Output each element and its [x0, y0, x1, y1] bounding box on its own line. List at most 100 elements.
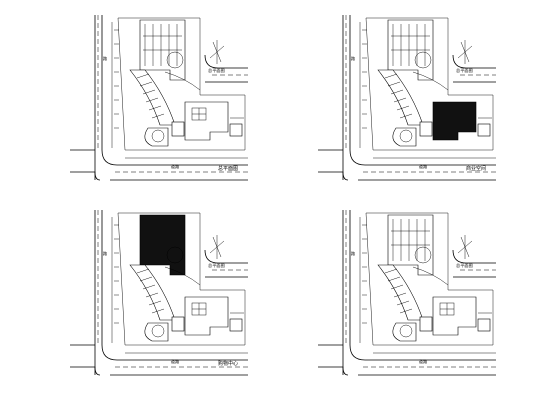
road-label-west: 路 [103, 250, 108, 257]
stair-hatch [136, 73, 150, 79]
stair-hatch [387, 81, 401, 87]
north-arrow-icon [457, 40, 473, 64]
stair-hatch [145, 292, 159, 298]
road-label-south: 道路 [419, 358, 428, 365]
kiosk-block [229, 318, 243, 332]
road-label-west: 路 [351, 250, 356, 257]
plaza-circle [166, 246, 184, 264]
stair-hatch [384, 73, 398, 79]
curved-path [412, 71, 449, 91]
tower-grid-line [391, 230, 430, 246]
road-edge-inner [349, 210, 496, 361]
tower-grid-line [143, 35, 182, 51]
stair-hatch [390, 284, 404, 290]
road-label-south: 道路 [171, 358, 180, 365]
plaza-circle [414, 246, 432, 264]
site-boundary [365, 17, 494, 151]
road-edge-east-upper [204, 249, 248, 264]
podium-footprint [184, 101, 229, 141]
kiosk-block [229, 123, 243, 137]
road-edge-east-upper [452, 54, 496, 69]
plan-title-label: 总平面图 [208, 262, 225, 269]
tower-grid-line [391, 35, 430, 51]
fountain-circle [399, 129, 413, 143]
north-arrow-icon [209, 40, 225, 64]
podium-footprint [432, 101, 477, 141]
fountain-circle [151, 324, 165, 338]
service-block [171, 316, 185, 332]
plan-title-label: 总平面图 [208, 67, 225, 74]
stair-hatch [148, 300, 162, 306]
tower-footprint [139, 214, 186, 276]
road-edge-inner [349, 15, 496, 166]
north-arrow-icon [457, 235, 473, 259]
stair-hatch [396, 105, 410, 111]
panel-caption: 总平面图 [218, 165, 238, 172]
road-edge-south-left [318, 366, 349, 376]
service-block [419, 316, 433, 332]
road-label-south: 道路 [171, 163, 180, 170]
service-block [171, 121, 185, 137]
plaza-circle [414, 51, 432, 69]
podium-atrium-grid [440, 303, 454, 315]
stair-hatch [136, 268, 150, 274]
landscape-band [129, 264, 176, 321]
stair-hatch [139, 276, 153, 282]
fountain-circle [151, 129, 165, 143]
stair-hatch [399, 113, 413, 119]
curved-path [164, 71, 201, 91]
stair-hatch [151, 308, 165, 314]
road-label-west: 路 [351, 55, 356, 62]
plaza-block [392, 127, 417, 147]
stair-hatch [396, 300, 410, 306]
road-edge-east-upper [452, 249, 496, 264]
plaza-block [144, 322, 169, 342]
stair-hatch [145, 97, 159, 103]
stair-hatch [148, 105, 162, 111]
road-edge-south-left [70, 366, 101, 376]
podium-atrium-grid [192, 303, 206, 315]
road-edge-inner [101, 15, 248, 166]
stair-hatch [393, 292, 407, 298]
kiosk-block [477, 123, 491, 137]
stair-hatch [142, 284, 156, 290]
plan-title-label: 总平面图 [456, 67, 473, 74]
podium-atrium-grid [192, 108, 206, 120]
plaza-block [392, 322, 417, 342]
road-label-south: 道路 [419, 163, 428, 170]
site-boundary [117, 17, 246, 151]
road-edge-south-left [318, 171, 349, 181]
service-block [419, 121, 433, 137]
landscape-band [129, 69, 176, 126]
landscape-band [377, 69, 424, 126]
podium-footprint [432, 296, 477, 336]
road-edge-east-upper [204, 54, 248, 69]
stair-hatch [384, 268, 398, 274]
stair-hatch [387, 276, 401, 282]
plaza-block [144, 127, 169, 147]
stair-hatch [393, 97, 407, 103]
stair-hatch [139, 81, 153, 87]
road-edge-south-left [70, 171, 101, 181]
fountain-circle [399, 324, 413, 338]
panel-caption: 购物中心 [218, 360, 238, 367]
road-label-west: 路 [103, 55, 108, 62]
kiosk-block [477, 318, 491, 332]
podium-footprint [184, 296, 229, 336]
stair-hatch [390, 89, 404, 95]
road-edge-inner [101, 210, 248, 361]
stair-hatch [142, 89, 156, 95]
curved-path [164, 266, 201, 286]
panel-caption: 商业空间 [466, 165, 486, 172]
landscape-band [377, 264, 424, 321]
curved-path [412, 266, 449, 286]
site-boundary [365, 212, 494, 346]
north-arrow-icon [209, 235, 225, 259]
stair-hatch [399, 308, 413, 314]
